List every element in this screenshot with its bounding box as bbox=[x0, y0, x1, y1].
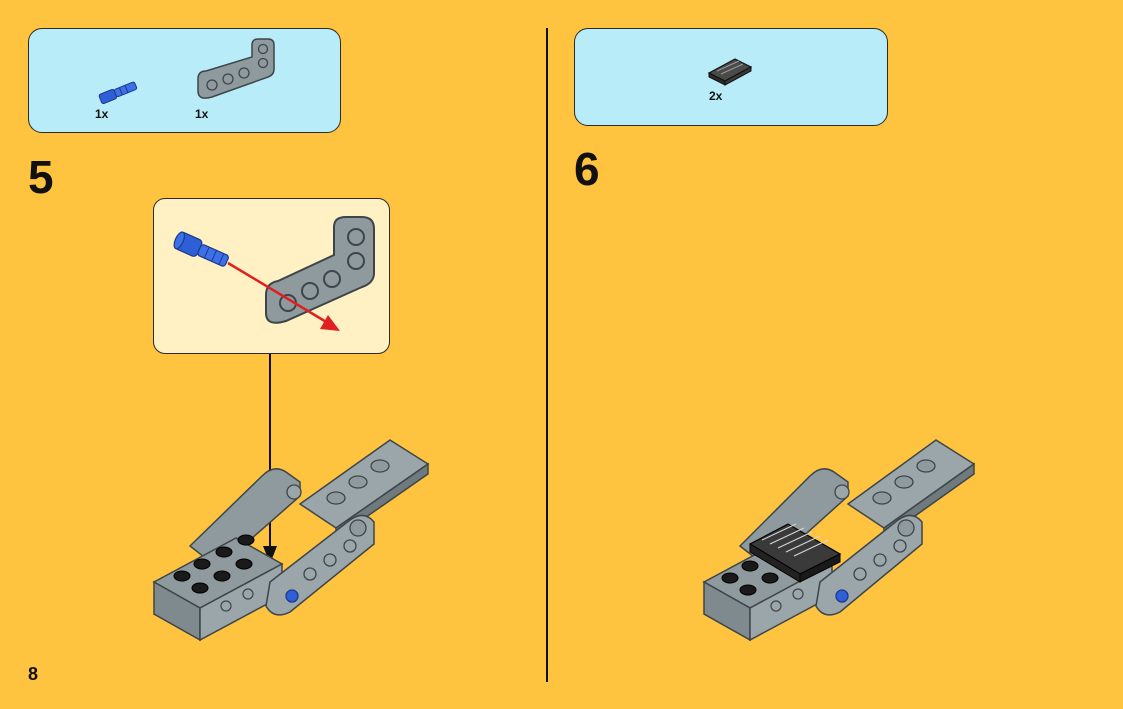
callout-gray-beam-icon bbox=[265, 216, 375, 324]
parts-list-step-5: 1x 1x bbox=[28, 28, 341, 133]
blue-axle-pin-icon bbox=[98, 81, 138, 105]
callout-blue-pin-icon bbox=[173, 231, 229, 267]
step-number-6: 6 bbox=[574, 143, 600, 195]
step-number-5: 5 bbox=[28, 151, 54, 203]
page-number: 8 bbox=[28, 664, 39, 684]
callout-step-5 bbox=[153, 198, 390, 354]
model-step-6 bbox=[702, 439, 976, 642]
gray-angled-beam-icon bbox=[197, 38, 275, 99]
insert-arrow-icon bbox=[227, 261, 340, 331]
model-step-5 bbox=[152, 439, 430, 642]
part-qty-blue-pin: 1x bbox=[95, 107, 109, 121]
part-qty-gray-beam: 1x bbox=[195, 107, 209, 121]
dark-slope-brick-icon bbox=[707, 58, 753, 86]
page-divider bbox=[546, 28, 548, 682]
part-qty-slope-brick: 2x bbox=[709, 89, 723, 103]
parts-list-step-6: 2x bbox=[574, 28, 888, 126]
